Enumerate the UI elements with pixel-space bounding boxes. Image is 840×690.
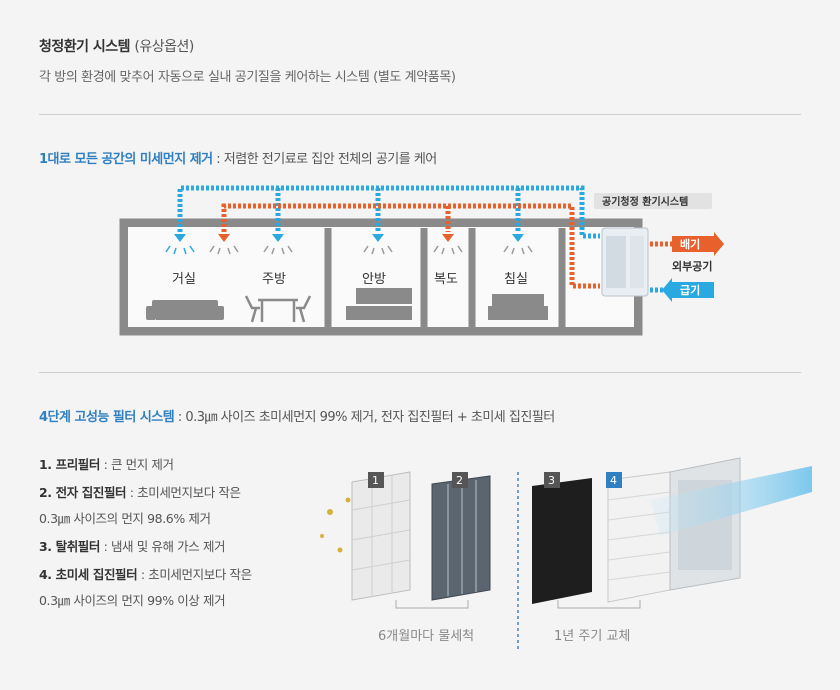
deodorizing-filter-icon — [532, 478, 592, 604]
title-text: 청정환기 시스템 — [39, 39, 131, 55]
filter-name: 4. 초미세 집진필터 — [39, 567, 138, 582]
svg-text:2: 2 — [456, 474, 463, 487]
electronic-filter-icon — [431, 475, 491, 601]
page-title: 청정환기 시스템 (유상옵션) — [39, 36, 194, 56]
supply-label: 급기 — [680, 283, 700, 297]
replace-bracket — [557, 600, 641, 609]
svg-text:4: 4 — [610, 474, 617, 487]
outside-air-label: 외부공기 — [672, 259, 712, 273]
bed-icon — [488, 294, 548, 320]
filter-desc-line2: 0.3㎛ 사이즈의 먼지 99% 이상 제거 — [39, 593, 226, 608]
page-subtitle: 각 방의 환경에 맞추어 자동으로 실내 공기질을 케어하는 시스템 (별도 계… — [39, 70, 456, 85]
badge-3: 3 — [544, 472, 560, 488]
section2-rest: : 0.3㎛ 사이즈 초미세먼지 99% 제거, 전자 집진필터 + 초미세 집… — [174, 410, 555, 425]
wash-bracket — [395, 600, 469, 609]
exhaust-duct-main — [221, 203, 600, 289]
svg-text:3: 3 — [548, 474, 555, 487]
filter-item-4: 4. 초미세 집진필터 : 초미세먼지보다 작은 0.3㎛ 사이즈의 먼지 99%… — [39, 562, 252, 614]
pre-filter-icon — [351, 471, 411, 601]
exhaust-vent-icon — [209, 234, 239, 255]
svg-text:1: 1 — [372, 474, 379, 487]
divider-top — [39, 114, 801, 115]
section1-highlight: 1대로 모든 공간의 미세먼지 제거 — [39, 152, 213, 167]
badge-2: 2 — [452, 472, 468, 488]
filter-desc: : 큰 먼지 제거 — [100, 457, 174, 472]
supply-vent-icon — [503, 234, 533, 255]
filter-name: 1. 프리필터 — [39, 457, 100, 472]
room-label-living: 거실 — [172, 272, 196, 287]
system-label-box — [594, 193, 712, 209]
system-label: 공기청정 환기시스템 — [602, 195, 688, 208]
hepa-filter-unit-icon — [607, 457, 812, 603]
badge-4: 4 — [606, 472, 622, 488]
badge-1: 1 — [368, 472, 384, 488]
exhaust-vent-icon — [433, 234, 463, 255]
filter-item-3: 3. 탈취필터 : 냄새 및 유해 가스 제거 — [39, 534, 226, 560]
filter-desc: : 초미세먼지보다 작은 — [126, 485, 241, 500]
bed-icon — [346, 288, 412, 320]
exhaust-label: 배기 — [680, 237, 700, 251]
section1-heading: 1대로 모든 공간의 미세먼지 제거 : 저렴한 전기료로 집안 전체의 공기를… — [39, 148, 437, 167]
filter-desc-line2: 0.3㎛ 사이즈의 먼지 98.6% 제거 — [39, 511, 211, 526]
supply-vent-icon — [363, 234, 393, 255]
vent-icons — [165, 234, 533, 255]
filter-illustration: 1 2 3 4 6개월마다 물세척 1년 주기 교체 — [320, 457, 812, 650]
room-label-hall: 복도 — [434, 272, 458, 287]
supply-duct-main — [177, 185, 600, 239]
supply-arrow-icon — [662, 278, 714, 302]
supply-vent-icon — [165, 234, 195, 255]
filter-desc: : 냄새 및 유해 가스 제거 — [100, 539, 226, 554]
filter-desc: : 초미세먼지보다 작은 — [137, 567, 252, 582]
divider-middle — [39, 372, 801, 373]
section1-rest: : 저렴한 전기료로 집안 전체의 공기를 케어 — [212, 152, 437, 167]
supply-vent-icon — [263, 234, 293, 255]
section2-heading: 4단계 고성능 필터 시스템 : 0.3㎛ 사이즈 초미세먼지 99% 제거, … — [39, 406, 555, 425]
room-label-master: 안방 — [362, 272, 386, 287]
replace-caption: 1년 주기 교체 — [554, 629, 630, 644]
dining-table-icon — [244, 295, 312, 323]
title-option: (유상옵션) — [134, 39, 194, 55]
filter-name: 3. 탈취필터 — [39, 539, 100, 554]
filter-item-1: 1. 프리필터 : 큰 먼지 제거 — [39, 452, 174, 478]
exhaust-arrow-icon — [672, 232, 724, 256]
filter-item-2: 2. 전자 집진필터 : 초미세먼지보다 작은 0.3㎛ 사이즈의 먼지 98.6… — [39, 480, 241, 532]
section2-highlight: 4단계 고성능 필터 시스템 — [39, 410, 175, 425]
room-label-kitchen: 주방 — [262, 272, 286, 287]
wash-caption: 6개월마다 물세척 — [378, 629, 474, 644]
room-label-bedroom: 침실 — [504, 272, 528, 287]
filter-name: 2. 전자 집진필터 — [39, 485, 127, 500]
ventilation-unit-icon — [601, 227, 649, 297]
sofa-icon — [146, 300, 224, 320]
